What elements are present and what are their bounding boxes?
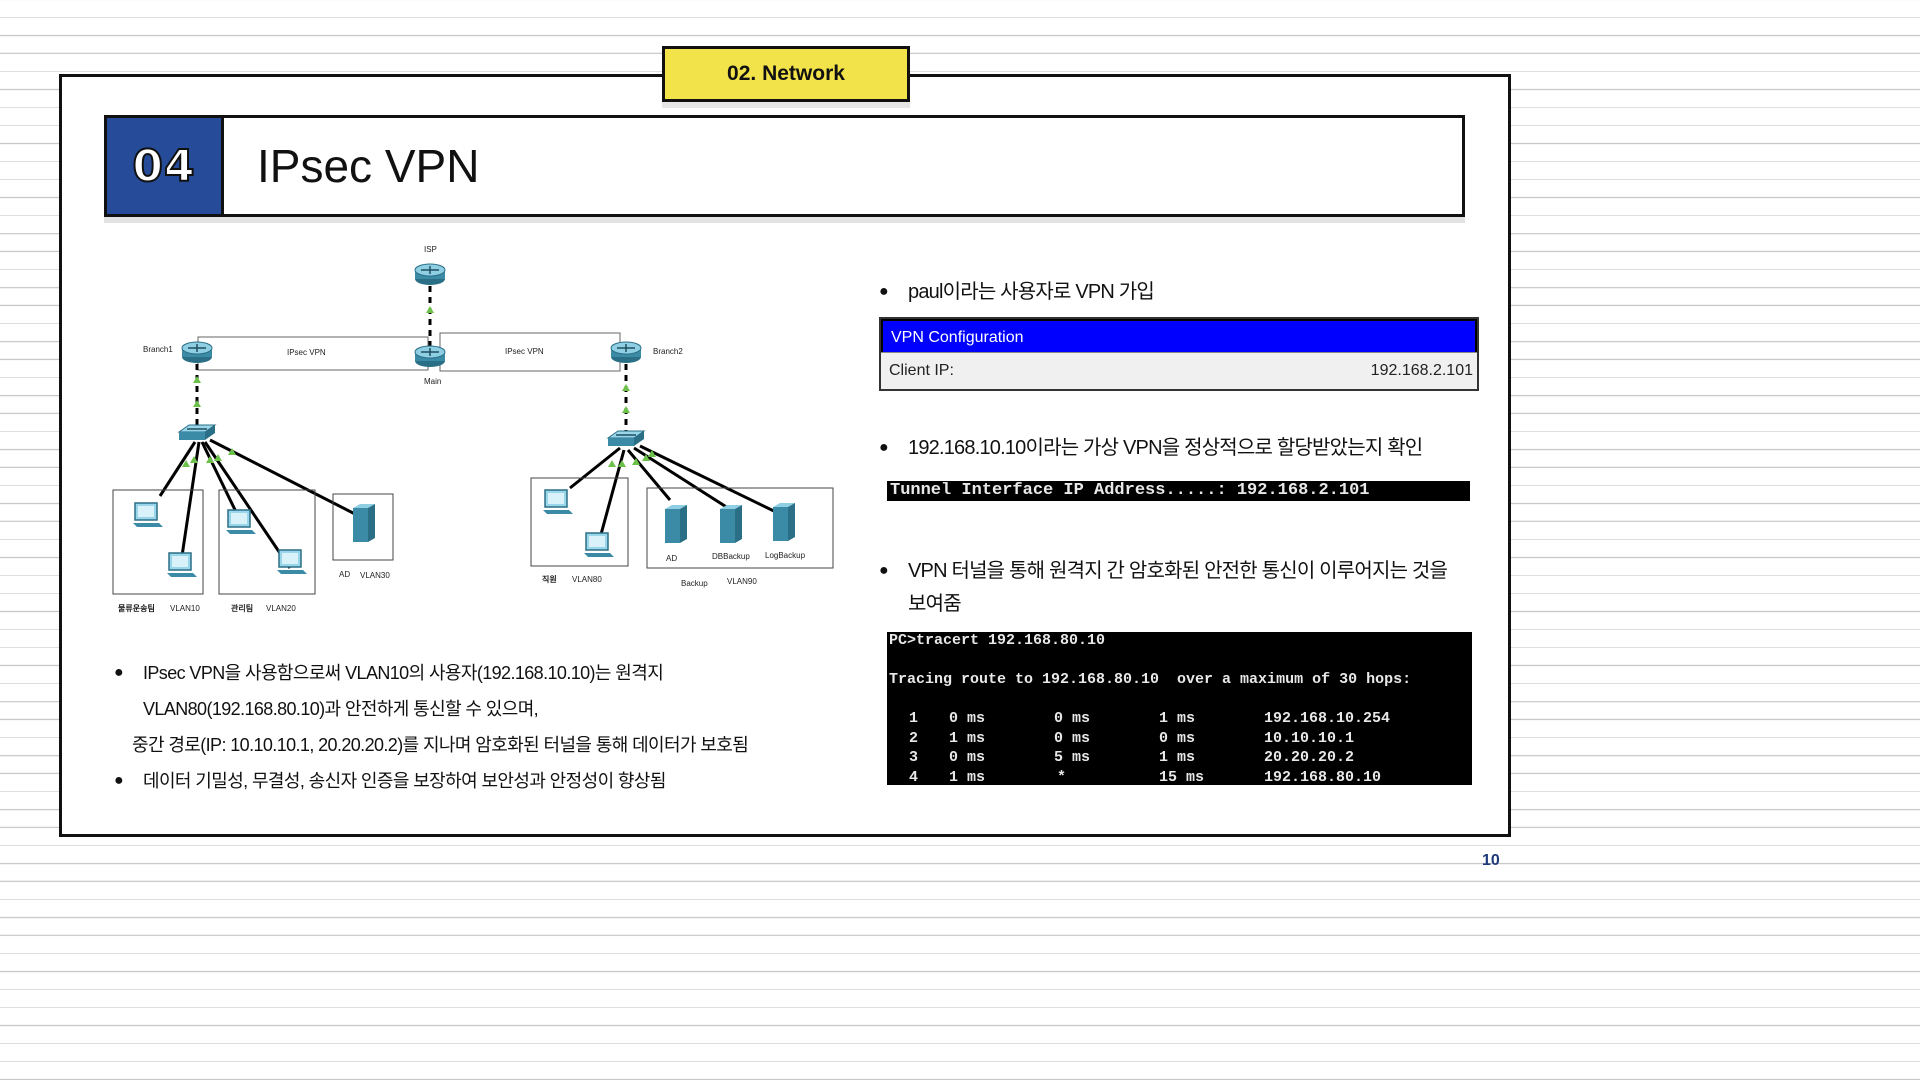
bullet-dot: ● [879, 439, 889, 456]
hop-time-2: 0 ms [1054, 730, 1091, 747]
logbackup-label: LogBackup [765, 551, 806, 560]
left-bullet-1-cont: VLAN80(192.168.80.10)과 안전하게 통신할 수 있으며, [110, 691, 810, 727]
tracert-hop: 4 1 ms * 15 ms 192.168.80.10 [887, 769, 1472, 785]
tunnel-ip-output: Tunnel Interface IP Address.....: 192.16… [887, 481, 1470, 501]
terminal-header: Tracing route to 192.168.80.10 over a ma… [889, 671, 1412, 688]
hop-time-1: 0 ms [949, 710, 986, 727]
dept2-label: 관리팀 [231, 603, 253, 613]
left-bullet-1-text-2: VLAN80(192.168.80.10)과 안전하게 통신할 수 있으며, [143, 699, 539, 719]
left-bullet-1-text: IPsec VPN을 사용함으로써 VLAN10의 사용자(192.168.10… [143, 663, 664, 683]
left-bullet-1-text-3: 중간 경로(IP: 10.10.10.1, 20.20.20.2)를 지나며 암… [132, 735, 749, 755]
page-title: IPsec VPN [257, 140, 480, 192]
hop-time-2: 0 ms [1054, 710, 1091, 727]
tunnel-left-label: IPsec VPN [287, 348, 326, 357]
branch1-label: Branch1 [143, 345, 173, 354]
title-bar: 04 IPsec VPN [104, 115, 1465, 217]
hop-number: 2 [909, 730, 919, 747]
bullet-dot: ● [879, 283, 889, 300]
client-ip-row: Client IP: 192.168.2.101 [881, 352, 1477, 388]
ad1-label: AD [339, 570, 350, 579]
hop-time-3: 1 ms [1159, 749, 1196, 766]
left-bullet-2-text: 데이터 기밀성, 무결성, 송신자 인증을 보장하여 보안성과 안정성이 향상됨 [143, 771, 666, 791]
hop-time-3: 0 ms [1159, 730, 1196, 747]
title-number-box: 04 [107, 118, 224, 214]
network-diagram: ISP Branch1 Branch2 Main IPsec VPN IPsec… [110, 238, 840, 623]
hop-time-2: 5 ms [1054, 749, 1091, 766]
hop-time-1: 0 ms [949, 749, 986, 766]
section-tag: 02. Network [662, 46, 910, 102]
left-bullet-1-cont2: 중간 경로(IP: 10.10.10.1, 20.20.20.2)를 지나며 암… [110, 727, 810, 763]
terminal-command: PC>tracert 192.168.80.10 [889, 632, 1106, 649]
left-bullet-1: ● IPsec VPN을 사용함으로써 VLAN10의 사용자(192.168.… [110, 655, 810, 691]
isp-label: ISP [424, 245, 437, 254]
branch2-label: Branch2 [653, 347, 683, 356]
hop-time-3: 1 ms [1159, 710, 1196, 727]
title-number: 04 [131, 140, 196, 193]
tunnel-right-label: IPsec VPN [505, 347, 544, 356]
tracert-hop: 3 0 ms 5 ms 1 ms 20.20.20.2 [887, 749, 1472, 768]
bullet-dot: ● [114, 664, 124, 681]
client-ip-value: 192.168.2.101 [1370, 362, 1473, 379]
hop-ip: 192.168.80.10 [1264, 769, 1382, 785]
vlan20-label: VLAN20 [266, 604, 296, 613]
vlan30-label: VLAN30 [360, 571, 390, 580]
hop-ip: 192.168.10.254 [1264, 710, 1391, 727]
hop-time-2: * [1057, 769, 1067, 785]
vlan10-label: VLAN10 [170, 604, 200, 613]
right-bullet-2-text: 192.168.10.10이라는 가상 VPN을 정상적으로 할당받았는지 확인 [908, 437, 1423, 459]
hop-ip: 10.10.10.1 [1264, 730, 1355, 747]
bullet-dot: ● [114, 772, 124, 789]
vpn-config-panel: VPN Configuration Client IP: 192.168.2.1… [879, 317, 1479, 391]
hop-number: 3 [909, 749, 919, 766]
vlan90-label: VLAN90 [727, 577, 757, 586]
hop-number: 1 [909, 710, 919, 727]
dept1-label: 물류운송팀 [118, 603, 155, 613]
left-bullet-list: ● IPsec VPN을 사용함으로써 VLAN10의 사용자(192.168.… [110, 655, 810, 799]
right-bullet-1-text: paul이라는 사용자로 VPN 가입 [908, 281, 1155, 303]
page-number: 10 [1482, 852, 1500, 869]
hop-time-3: 15 ms [1159, 769, 1205, 785]
left-bullet-2: ● 데이터 기밀성, 무결성, 송신자 인증을 보장하여 보안성과 안정성이 향… [110, 763, 810, 799]
backup-label: Backup [681, 579, 708, 588]
tracert-hop: 1 0 ms 0 ms 1 ms 192.168.10.254 [887, 710, 1472, 729]
tracert-terminal: PC>tracert 192.168.80.10 Tracing route t… [887, 632, 1472, 785]
hop-time-1: 1 ms [949, 769, 986, 785]
hop-time-1: 1 ms [949, 730, 986, 747]
tracert-hop: 2 1 ms 0 ms 0 ms 10.10.10.1 [887, 730, 1472, 749]
dbbackup-label: DBBackup [712, 552, 750, 561]
hop-ip: 20.20.20.2 [1264, 749, 1355, 766]
main-label: Main [424, 377, 441, 386]
vpn-config-title: VPN Configuration [881, 319, 1477, 352]
bullet-dot: ● [879, 562, 889, 579]
hop-number: 4 [909, 769, 919, 785]
right-bullet-3-text: VPN 터널을 통해 원격지 간 암호화된 안전한 통신이 이루어지는 것을 [908, 560, 1448, 582]
dept3-label: 직원 [542, 574, 557, 584]
ad2-label: AD [666, 554, 677, 563]
right-bullet-3-text-2: 보여줌 [908, 593, 962, 615]
vlan80-label: VLAN80 [572, 575, 602, 584]
client-ip-label: Client IP: [889, 362, 954, 379]
